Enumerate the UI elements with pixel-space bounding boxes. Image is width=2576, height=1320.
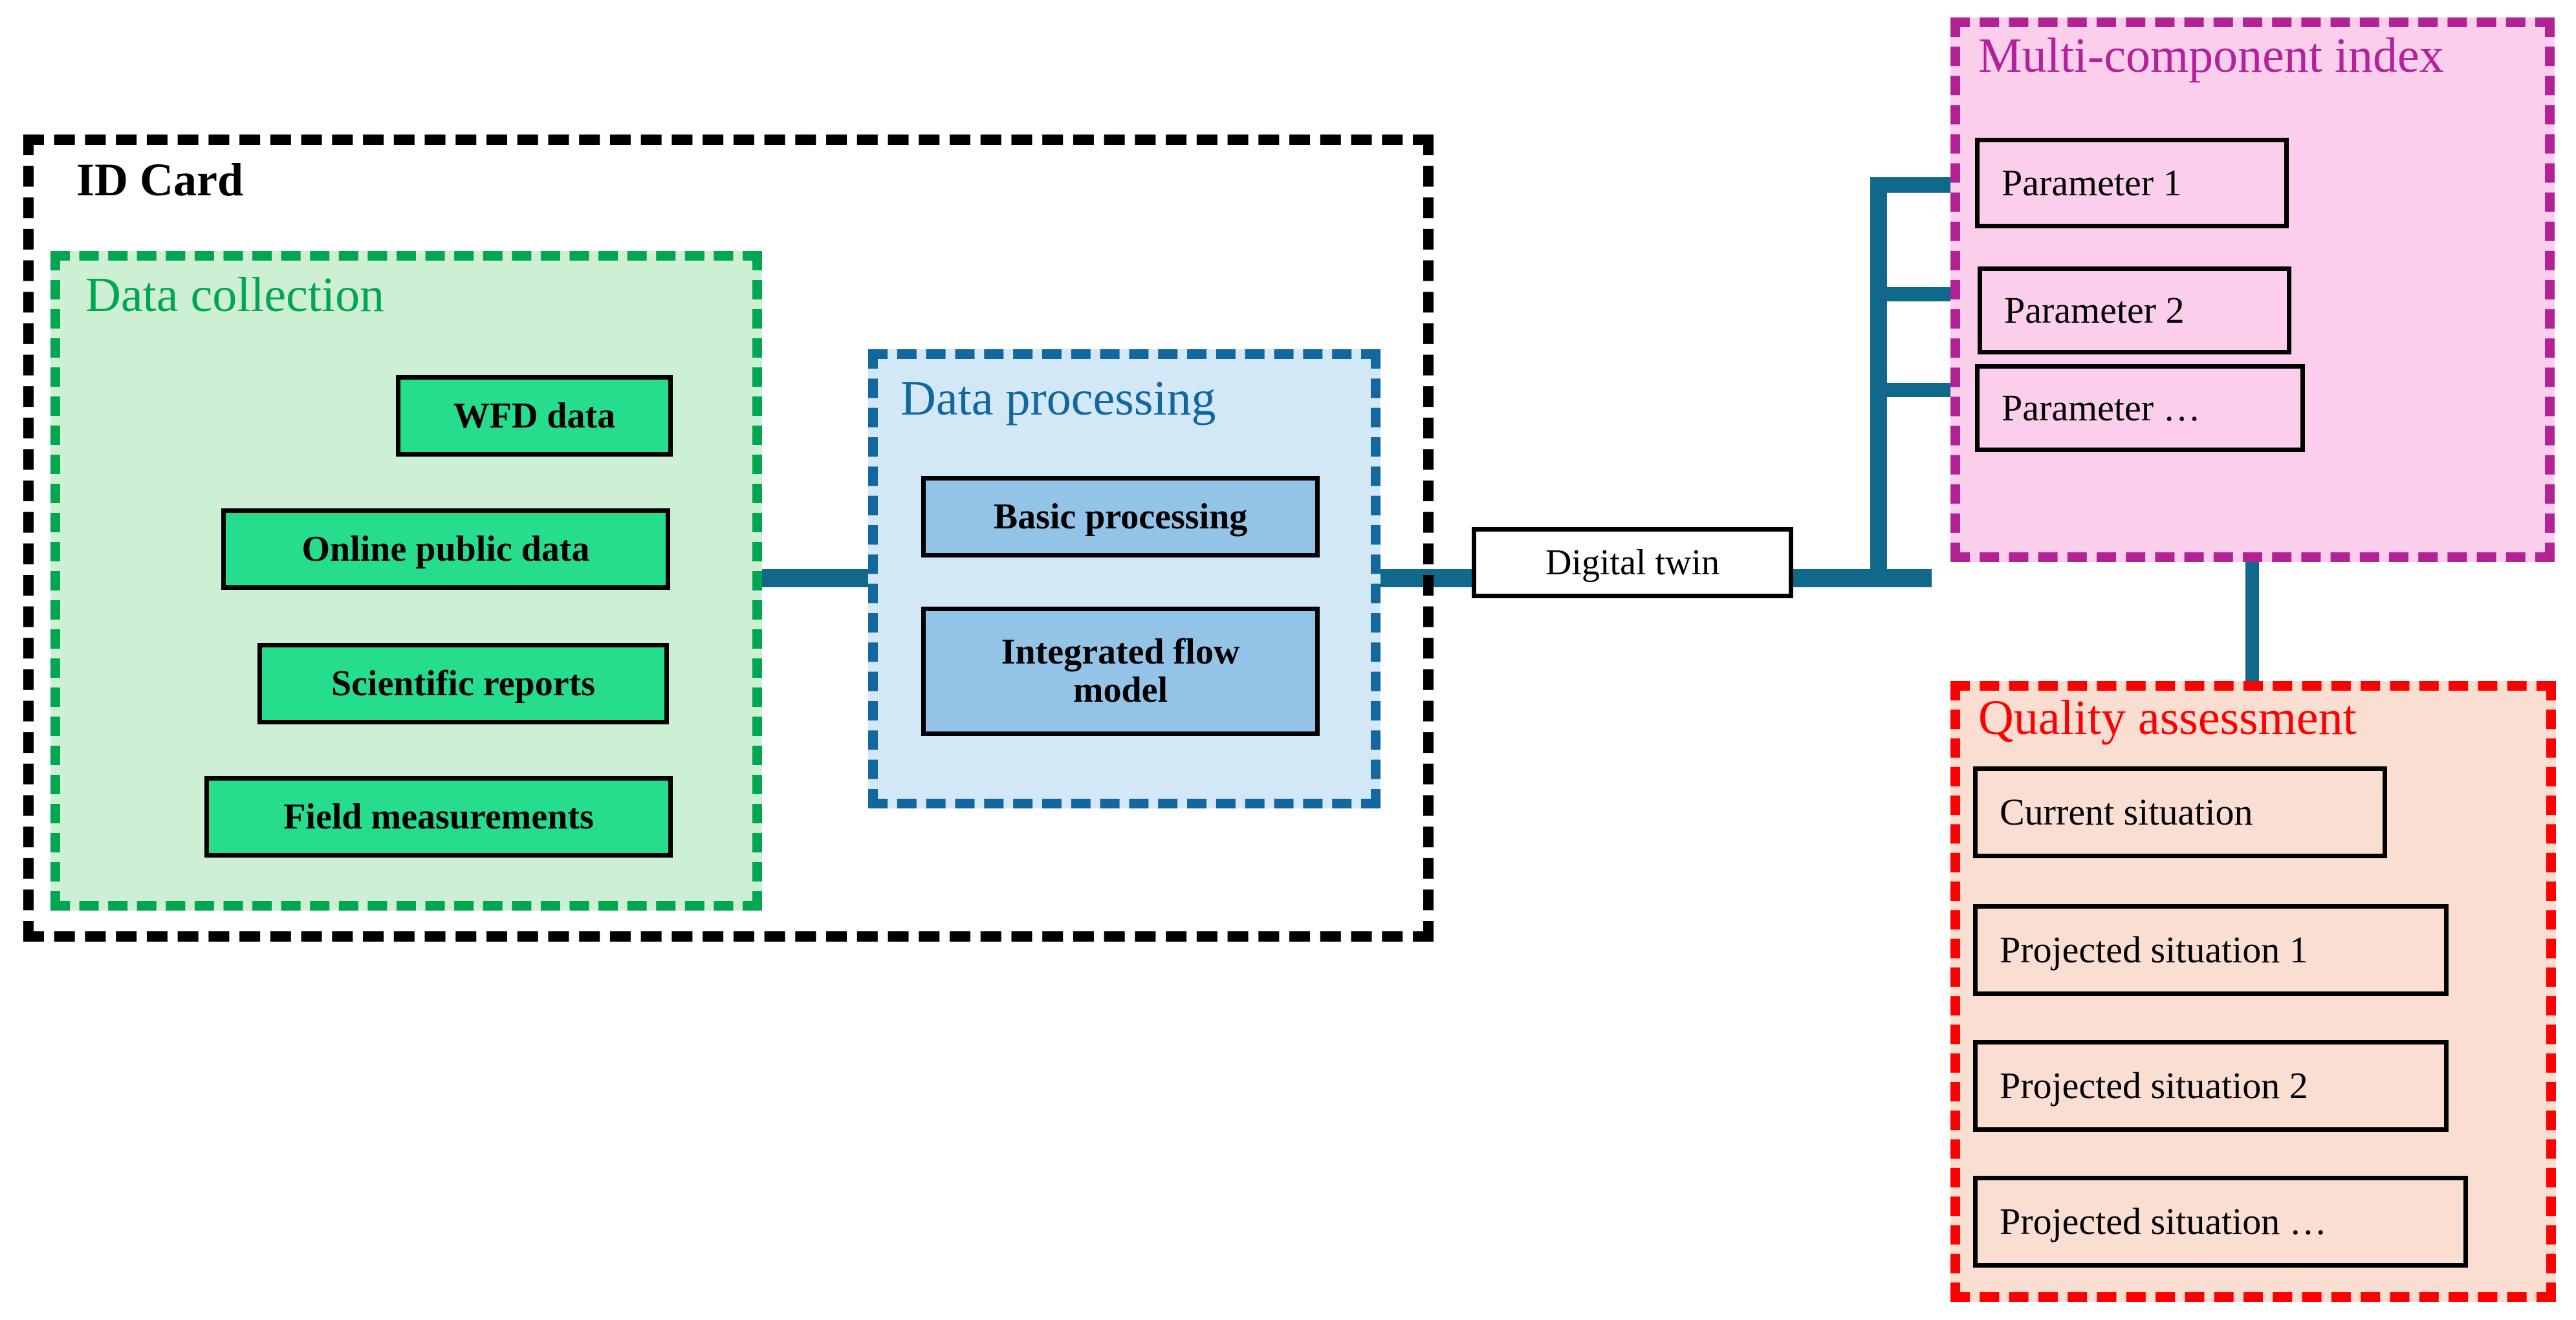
quality-item-projected-situation-2[interactable]: Projected situation 2	[1973, 1040, 2449, 1132]
multi-component-index-title: Multi-component index	[1978, 28, 2444, 83]
data-collection-item-online-public-data[interactable]: Online public data	[221, 508, 670, 590]
data-collection-item-wfd-data[interactable]: WFD data	[396, 375, 673, 457]
parameter-box-3[interactable]: Parameter …	[1975, 364, 2305, 452]
data-processing-title: Data processing	[901, 371, 1216, 426]
data-collection-item-scientific-reports[interactable]: Scientific reports	[257, 643, 669, 724]
parameter-box-2[interactable]: Parameter 2	[1978, 266, 2291, 354]
connector-branch-parameter-3	[1870, 383, 1977, 397]
id-card-title: ID Card	[76, 154, 244, 206]
connector-branch-parameter-2	[1870, 287, 1977, 301]
data-processing-item-integrated-flow-model[interactable]: Integrated flow model	[921, 607, 1320, 736]
connector-index-to-quality	[2245, 556, 2259, 686]
parameter-box-1[interactable]: Parameter 1	[1975, 138, 2289, 228]
connector-collection-to-processing	[757, 569, 880, 587]
data-collection-title: Data collection	[85, 268, 385, 322]
digital-twin-box[interactable]: Digital twin	[1472, 527, 1793, 598]
connector-parameter-trunk	[1870, 177, 1887, 587]
quality-item-projected-situation-1[interactable]: Projected situation 1	[1973, 904, 2449, 996]
connector-twin-to-trunk	[1792, 569, 1932, 587]
quality-item-projected-situation-more[interactable]: Projected situation …	[1973, 1176, 2468, 1268]
quality-assessment-title: Quality assessment	[1978, 691, 2357, 745]
data-processing-item-basic-processing[interactable]: Basic processing	[921, 476, 1320, 557]
quality-item-current-situation[interactable]: Current situation	[1973, 766, 2387, 858]
id-card-panel	[23, 135, 1434, 942]
data-collection-item-field-measurements[interactable]: Field measurements	[204, 776, 673, 858]
